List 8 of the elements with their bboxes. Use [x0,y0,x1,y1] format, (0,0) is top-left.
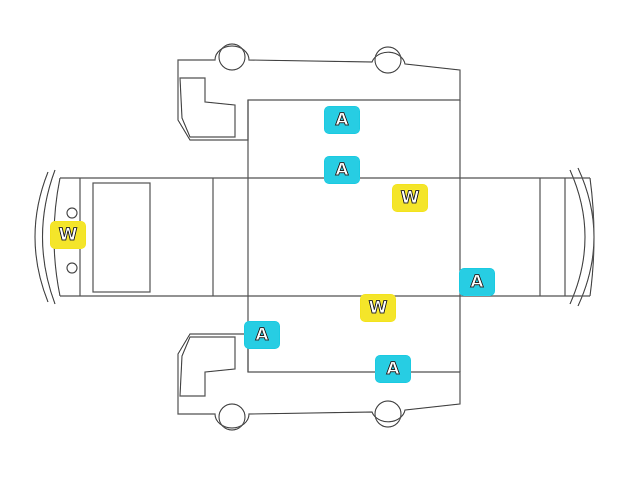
damage-marker: W [360,294,396,322]
damage-marker: A [324,156,360,184]
damage-marker: W [392,184,428,212]
damage-marker: A [459,268,495,296]
damage-marker: A [375,355,411,383]
damage-marker: A [324,106,360,134]
damage-marker: A [244,321,280,349]
damage-marker: W [50,221,86,249]
